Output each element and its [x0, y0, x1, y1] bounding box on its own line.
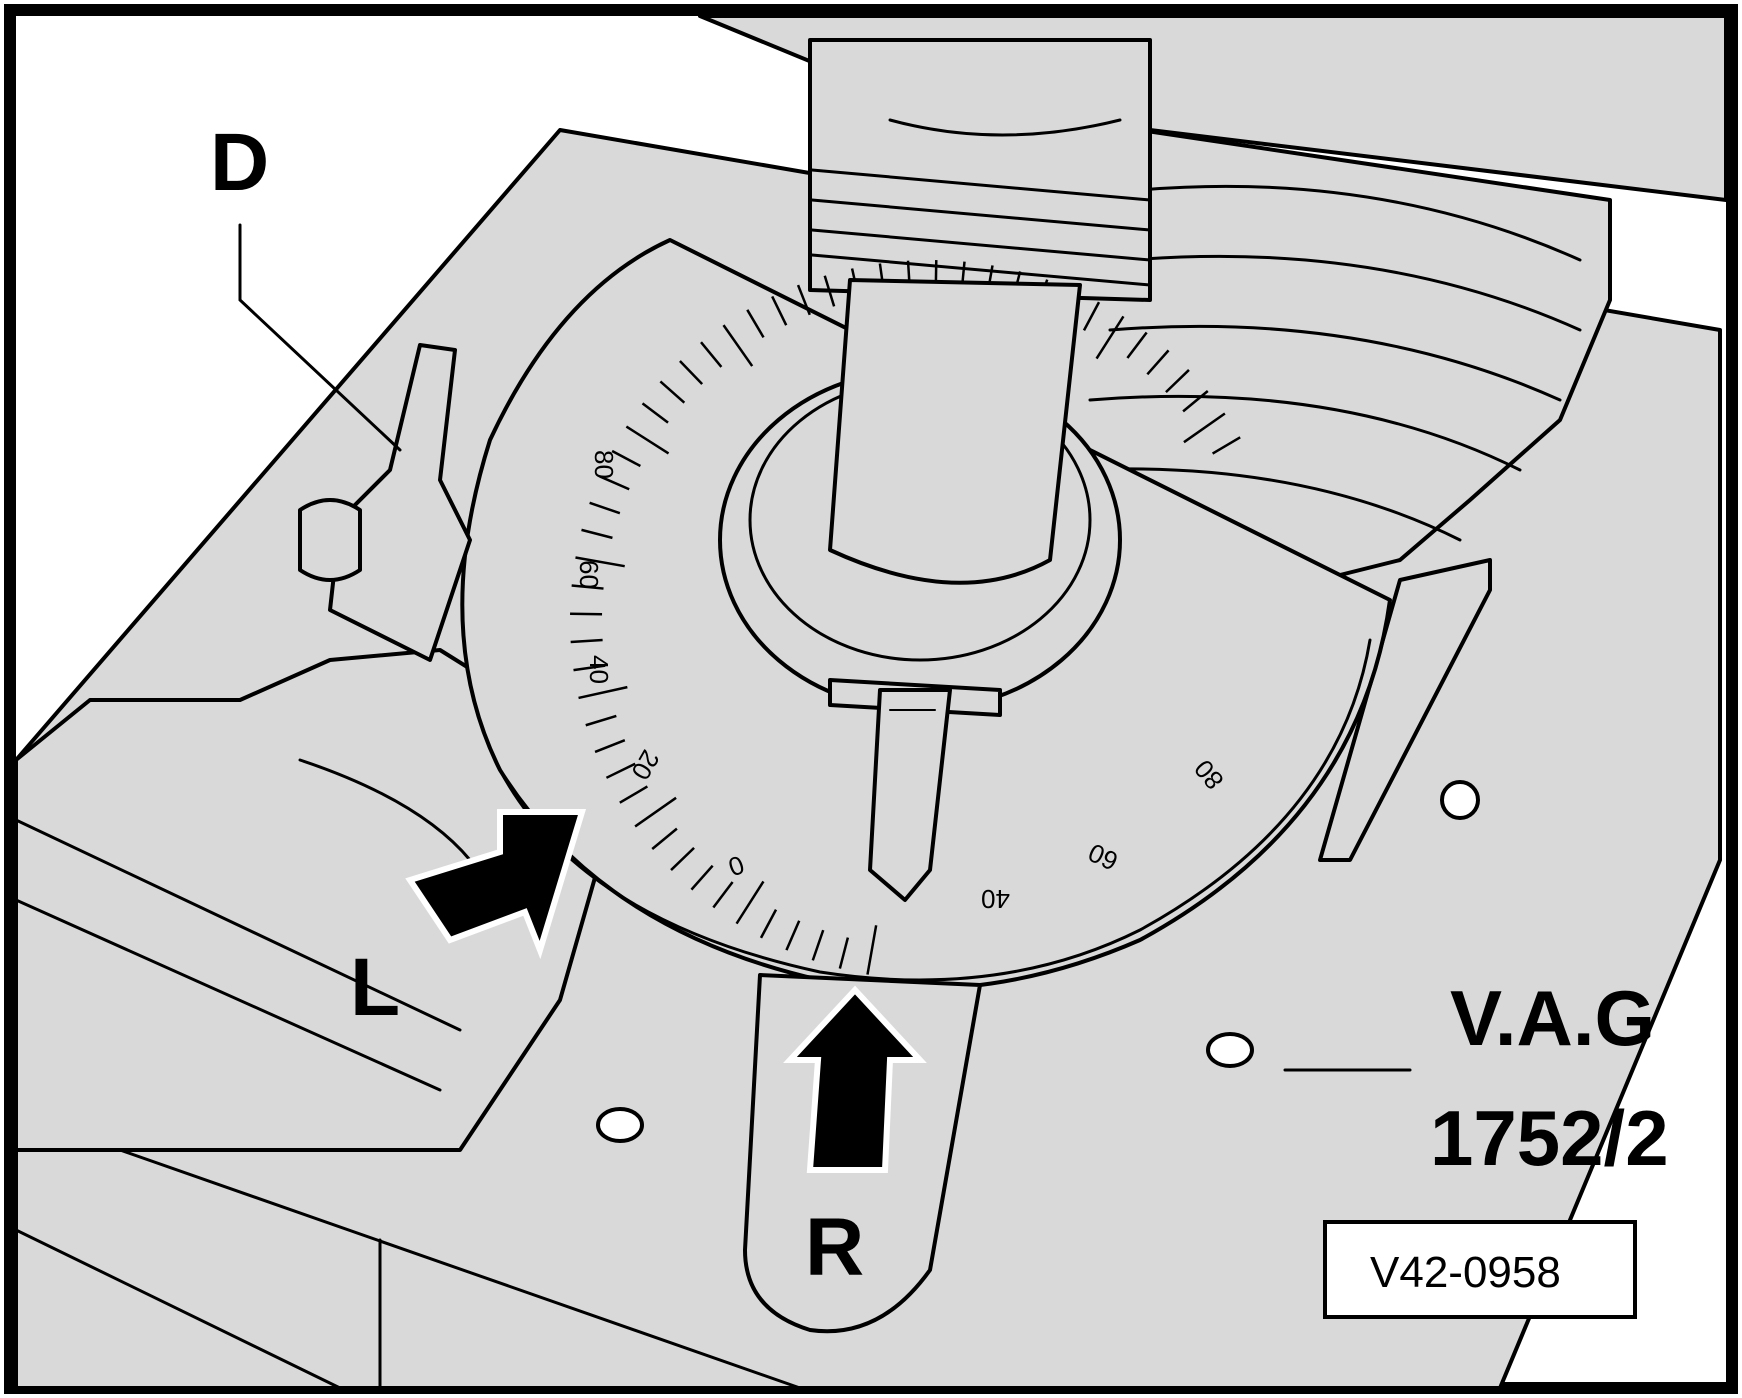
- scale-tick: [581, 528, 613, 540]
- screw-hole-1: [596, 1107, 644, 1143]
- screw-hole-2: [1206, 1032, 1254, 1068]
- scale-tick: [659, 380, 686, 404]
- scale-tick: [578, 685, 628, 700]
- arrow-r: [783, 985, 927, 1173]
- scale-tick: [771, 295, 788, 326]
- scale-tick: [1182, 390, 1209, 413]
- left-housing-curve: [298, 758, 472, 862]
- scale-num-left-60: 60: [574, 560, 604, 589]
- scale-tick: [641, 402, 669, 424]
- scale-tick: [679, 360, 704, 385]
- protractor-edge: [498, 638, 1372, 982]
- spring-coil-5: [1078, 467, 1462, 542]
- scale-tick: [838, 937, 850, 969]
- scale-tick: [866, 925, 878, 975]
- spring-coil-4: [1088, 394, 1522, 472]
- tool-name-line2: 1752/2: [1430, 1094, 1669, 1182]
- scale-tick: [571, 584, 604, 590]
- scale-tick: [619, 785, 649, 804]
- left-housing-line-4: [14, 1228, 342, 1390]
- scale-tick: [690, 864, 714, 891]
- scale-tick: [785, 920, 801, 951]
- scale-tick: [1146, 349, 1170, 376]
- figure-code-box: [1323, 1220, 1637, 1319]
- scale-tick: [605, 762, 636, 779]
- scale-tick: [599, 475, 630, 491]
- scale-tick: [823, 275, 836, 307]
- lever-knob: [298, 498, 362, 582]
- scale-tick: [625, 425, 670, 455]
- scale-tick: [746, 309, 765, 339]
- clamp-line-3: [810, 228, 1152, 262]
- scale-tick: [594, 739, 626, 754]
- scale-tick: [670, 846, 695, 871]
- scale-tick: [570, 612, 603, 616]
- mount-hole: [1440, 780, 1480, 820]
- shaft: [828, 278, 1082, 585]
- scale-tick: [585, 714, 617, 727]
- left-housing-line-2: [14, 898, 442, 1092]
- scale-tick: [634, 796, 677, 828]
- scale-tick: [796, 284, 811, 316]
- scale-tick: [700, 341, 723, 368]
- locking-lever: [328, 343, 472, 662]
- spring-mount: [1318, 558, 1492, 862]
- clamp-top-line: [888, 118, 1122, 137]
- scale-tick: [1082, 301, 1101, 331]
- scale-tick: [1165, 369, 1190, 394]
- clamp-line-2: [810, 198, 1152, 232]
- scale-tick: [1211, 436, 1241, 455]
- label-d: D: [210, 117, 269, 208]
- left-housing-line-6: [118, 1148, 802, 1390]
- label-r: R: [805, 1202, 864, 1293]
- spring-coil-1: [1138, 184, 1582, 262]
- scale-tick: [611, 449, 641, 468]
- leader-line-d: [238, 223, 402, 452]
- tool-name-line1: V.A.G: [1450, 974, 1655, 1062]
- clamp-line-1: [810, 168, 1152, 202]
- scale-tick: [735, 880, 765, 925]
- scale-tick: [575, 556, 625, 568]
- scale-num-right-40: 40: [981, 884, 1010, 914]
- spring-coil-3: [1108, 324, 1562, 402]
- scale-tick: [759, 909, 778, 939]
- scale-tick: [1126, 331, 1148, 359]
- clamp-block: [808, 38, 1152, 302]
- scale-tick: [1183, 412, 1226, 444]
- spring-coil-2: [1128, 254, 1582, 332]
- scale-num-left-40: 40: [584, 655, 614, 684]
- scale-tick: [1095, 315, 1125, 360]
- scale-tick: [651, 827, 678, 850]
- label-l: L: [350, 942, 400, 1033]
- clamp-line-4: [810, 253, 1152, 287]
- scale-tick: [573, 664, 606, 672]
- arrow-l: [405, 809, 587, 960]
- left-housing-line-1: [14, 818, 462, 1032]
- scale-tick: [811, 929, 825, 961]
- scale-tick: [712, 881, 734, 909]
- scale-num-left-80: 80: [589, 450, 619, 479]
- figure-code: V42-0958: [1370, 1248, 1561, 1297]
- pointer: [868, 688, 952, 902]
- scale-tick: [589, 501, 621, 515]
- scale-tick: [570, 638, 603, 644]
- scale-tick: [722, 324, 754, 367]
